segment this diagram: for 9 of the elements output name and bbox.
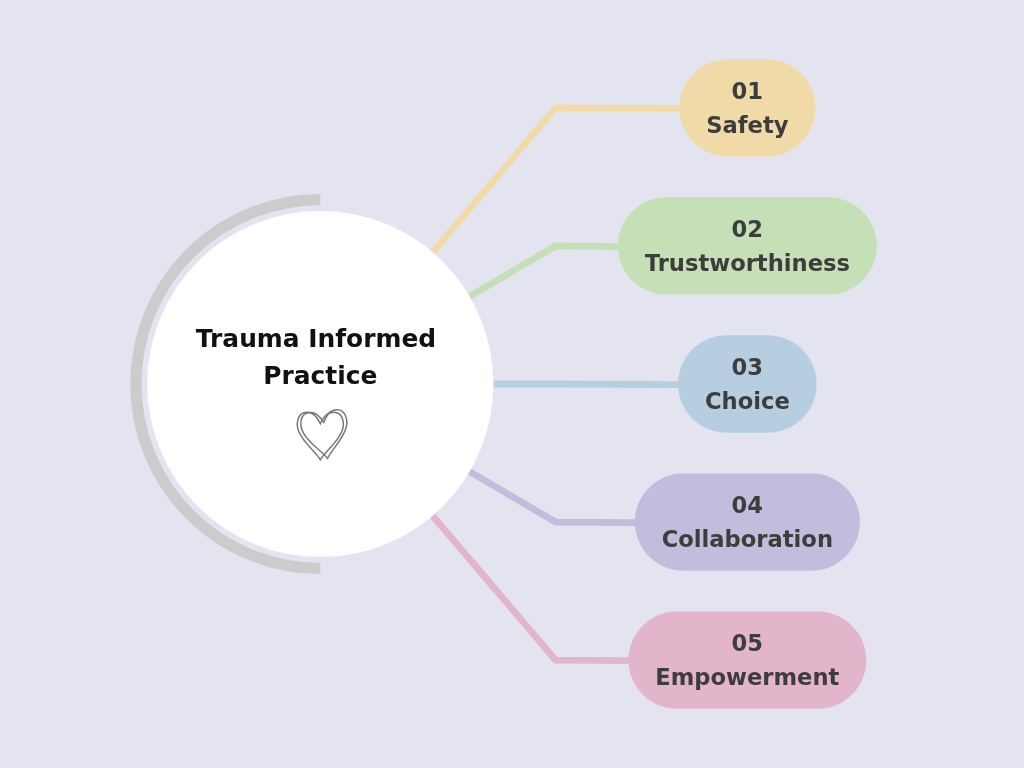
connector <box>467 468 636 526</box>
node-box: 04 Collaboration <box>634 473 860 571</box>
node-box: 02 Trustworthiness <box>617 197 877 295</box>
connector <box>493 380 679 388</box>
connector <box>467 242 619 300</box>
connector <box>430 513 630 665</box>
node-circle: Trauma Informed Practice <box>147 210 494 558</box>
node-box: 05 Empowerment <box>628 611 867 709</box>
connector <box>430 104 680 255</box>
